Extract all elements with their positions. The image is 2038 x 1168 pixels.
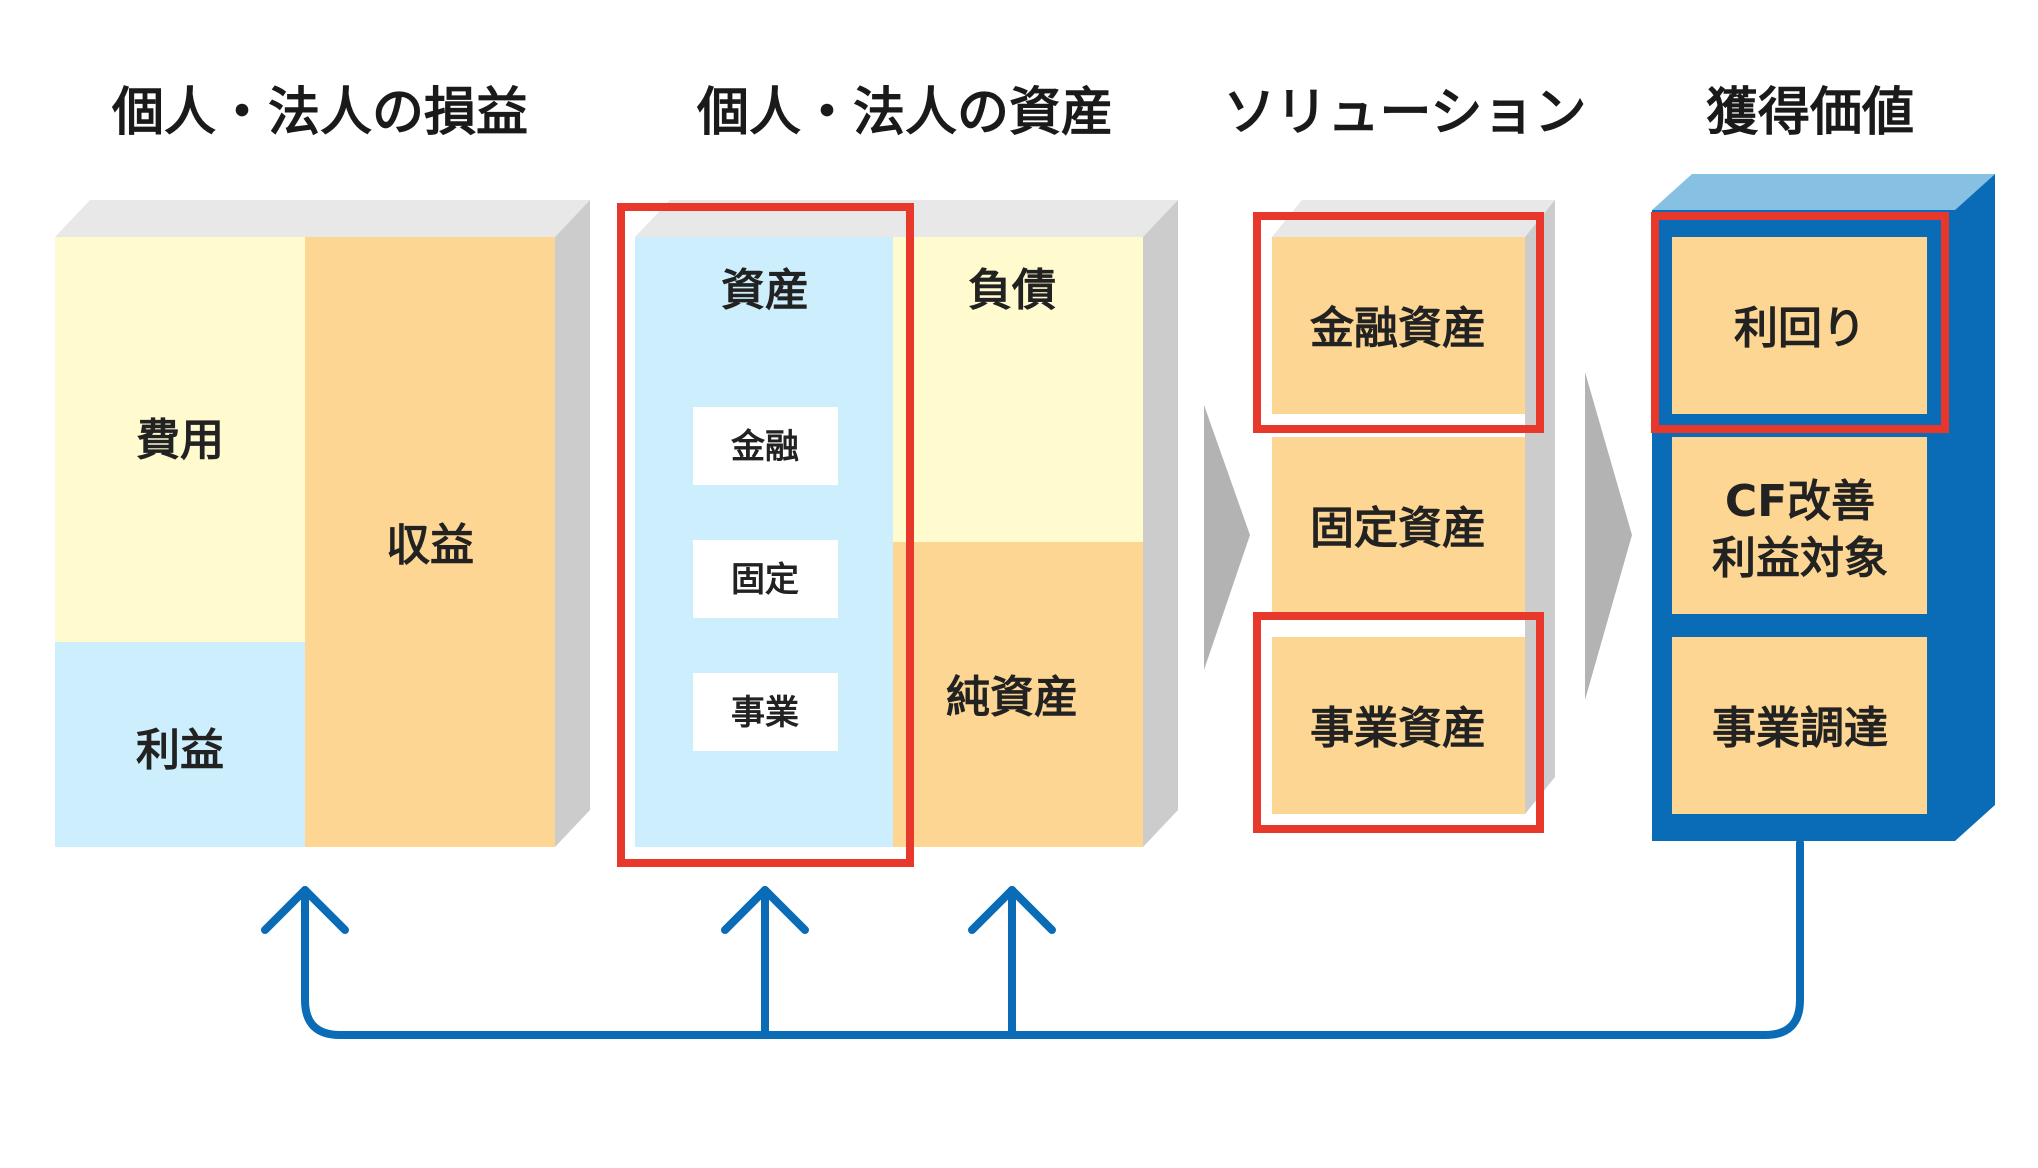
solution-card	[1272, 437, 1525, 614]
value-stack-top	[1652, 174, 1995, 210]
solution-card	[1272, 237, 1525, 414]
pl-block-side	[555, 200, 590, 847]
value-card	[1672, 237, 1927, 414]
bs-liabilities-label: 負債	[968, 265, 1056, 316]
pl-block-top	[55, 200, 590, 237]
pl-expense-cell	[55, 237, 305, 642]
title-bs: 個人・法人の資産	[696, 83, 1113, 143]
value-cf-improvement: CF改善	[1725, 476, 1875, 527]
solution-highlight-business	[1253, 612, 1544, 833]
bs-net-assets-label: 純資産	[946, 672, 1078, 723]
solution-stack: 金融資産 固定資産 事業資産	[1253, 200, 1555, 833]
value-stack: 利回り CF改善 利益対象 事業調達	[1651, 174, 1995, 841]
feedback-connector	[261, 839, 1804, 1039]
arrowhead-up-icon	[721, 886, 809, 934]
value-highlight-yield	[1651, 212, 1949, 433]
pl-revenue-cell	[305, 237, 555, 847]
arrowhead-up-icon	[261, 886, 349, 934]
bs-asset-item-box	[693, 540, 838, 618]
pl-block: 費用 利益 収益	[55, 200, 590, 847]
value-profit-target: 利益対象	[1712, 533, 1888, 584]
pl-expense-label: 費用	[136, 415, 224, 466]
title-value: 獲得価値	[1706, 83, 1914, 143]
solution-card	[1272, 637, 1525, 814]
bs-asset-item-box	[693, 407, 838, 485]
bs-liabilities-cell	[893, 237, 1143, 542]
bs-assets-label: 資産	[721, 265, 809, 316]
bs-asset-item-financial: 金融	[730, 427, 799, 467]
bs-asset-item-fixed: 固定	[731, 560, 799, 600]
solution-business-assets: 事業資産	[1310, 703, 1486, 754]
value-yield: 利回り	[1734, 303, 1866, 354]
value-business-funding: 事業調達	[1712, 703, 1888, 754]
bs-block: 資産 負債 純資産 金融 固定 事業	[617, 200, 1178, 867]
feedback-connector-line	[301, 839, 1804, 1039]
solution-fixed-assets: 固定資産	[1310, 503, 1486, 554]
bs-net-assets-cell	[893, 542, 1143, 847]
pl-profit-label: 利益	[136, 725, 224, 776]
pl-profit-cell	[55, 642, 305, 847]
title-pl: 個人・法人の損益	[111, 83, 528, 143]
flow-chevron-arrow	[1585, 372, 1632, 700]
bs-block-side	[1143, 200, 1178, 847]
arrowhead-up-icon	[968, 886, 1056, 934]
solution-stack-side	[1525, 200, 1555, 814]
value-card	[1672, 637, 1927, 814]
bs-assets-highlight	[617, 203, 914, 867]
title-solution: ソリューション	[1224, 83, 1587, 143]
flow-chevron-arrow	[1204, 405, 1250, 670]
value-stack-side	[1955, 174, 1995, 841]
bs-asset-item-business: 事業	[731, 693, 799, 733]
value-card	[1672, 437, 1927, 614]
solution-financial-assets: 金融資産	[1309, 303, 1486, 354]
pl-revenue-label: 収益	[386, 520, 474, 571]
bs-asset-item-box	[693, 673, 838, 751]
solution-highlight-financial	[1253, 212, 1544, 433]
